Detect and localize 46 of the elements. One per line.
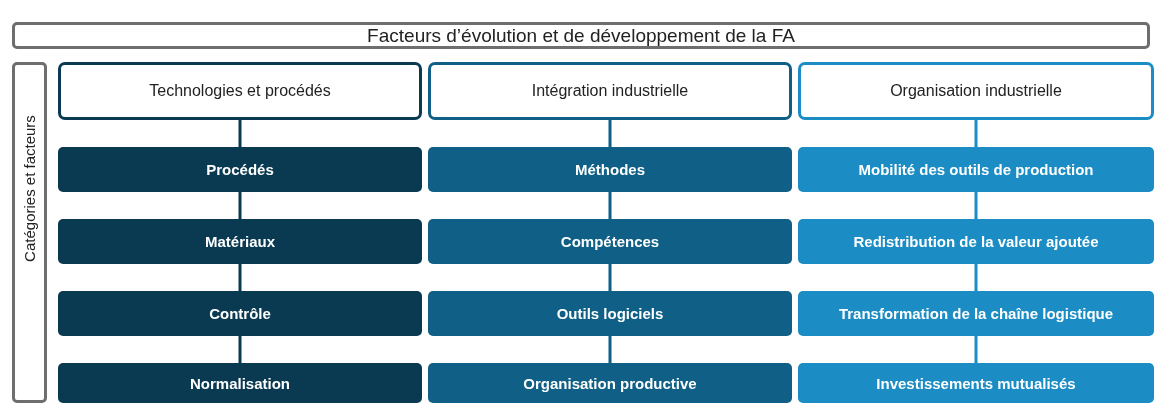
factor-label: Redistribution de la valeur ajoutée xyxy=(853,233,1099,250)
factor-label: Outils logiciels xyxy=(556,305,664,322)
factor-label: Normalisation xyxy=(190,374,290,392)
connector-line xyxy=(608,120,612,147)
header-label: Organisation industrielle xyxy=(890,82,1062,100)
connector-line xyxy=(608,336,612,363)
connector-line xyxy=(608,264,612,291)
connector-line xyxy=(974,264,978,291)
connector-line xyxy=(608,192,612,219)
connector-line xyxy=(238,336,242,363)
title-banner xyxy=(12,22,1150,49)
connector-line xyxy=(238,264,242,291)
connector-line xyxy=(974,120,978,147)
category-band xyxy=(12,62,47,403)
factor-label: Mobilité des outils de production xyxy=(858,161,1094,178)
factor-label: Transformation de la chaîne logistique xyxy=(838,305,1114,322)
category-header xyxy=(428,62,792,120)
factor-box xyxy=(428,291,792,336)
factor-box xyxy=(58,147,422,192)
factor-box xyxy=(428,219,792,264)
factor-label: Contrôle xyxy=(209,305,271,322)
factor-label: Procédés xyxy=(206,161,274,178)
connector-line xyxy=(974,336,978,363)
connector-line xyxy=(238,192,242,219)
factor-box xyxy=(58,363,422,403)
header-label: Technologies et procédés xyxy=(149,82,331,100)
category-header xyxy=(58,62,422,120)
header-label: Intégration industrielle xyxy=(531,82,689,100)
factor-box xyxy=(798,219,1154,264)
connector-line xyxy=(238,120,242,147)
factor-box xyxy=(58,291,422,336)
band-label: Catégories et facteurs xyxy=(21,115,38,262)
factor-box xyxy=(798,291,1154,336)
connector-line xyxy=(974,192,978,219)
factor-box xyxy=(428,147,792,192)
factor-label: Investissements mutualisés xyxy=(876,374,1076,392)
factor-box xyxy=(428,363,792,403)
factor-label: Méthodes xyxy=(575,161,645,178)
factor-box xyxy=(798,147,1154,192)
factor-label: Organisation productive xyxy=(523,374,697,392)
category-header xyxy=(798,62,1154,120)
factor-box xyxy=(58,219,422,264)
factor-label: Compétences xyxy=(560,233,660,250)
factor-label: Matériaux xyxy=(205,233,275,250)
banner-label: Facteurs d’évolution et de développement de la FA xyxy=(367,24,795,47)
factor-box xyxy=(798,363,1154,403)
